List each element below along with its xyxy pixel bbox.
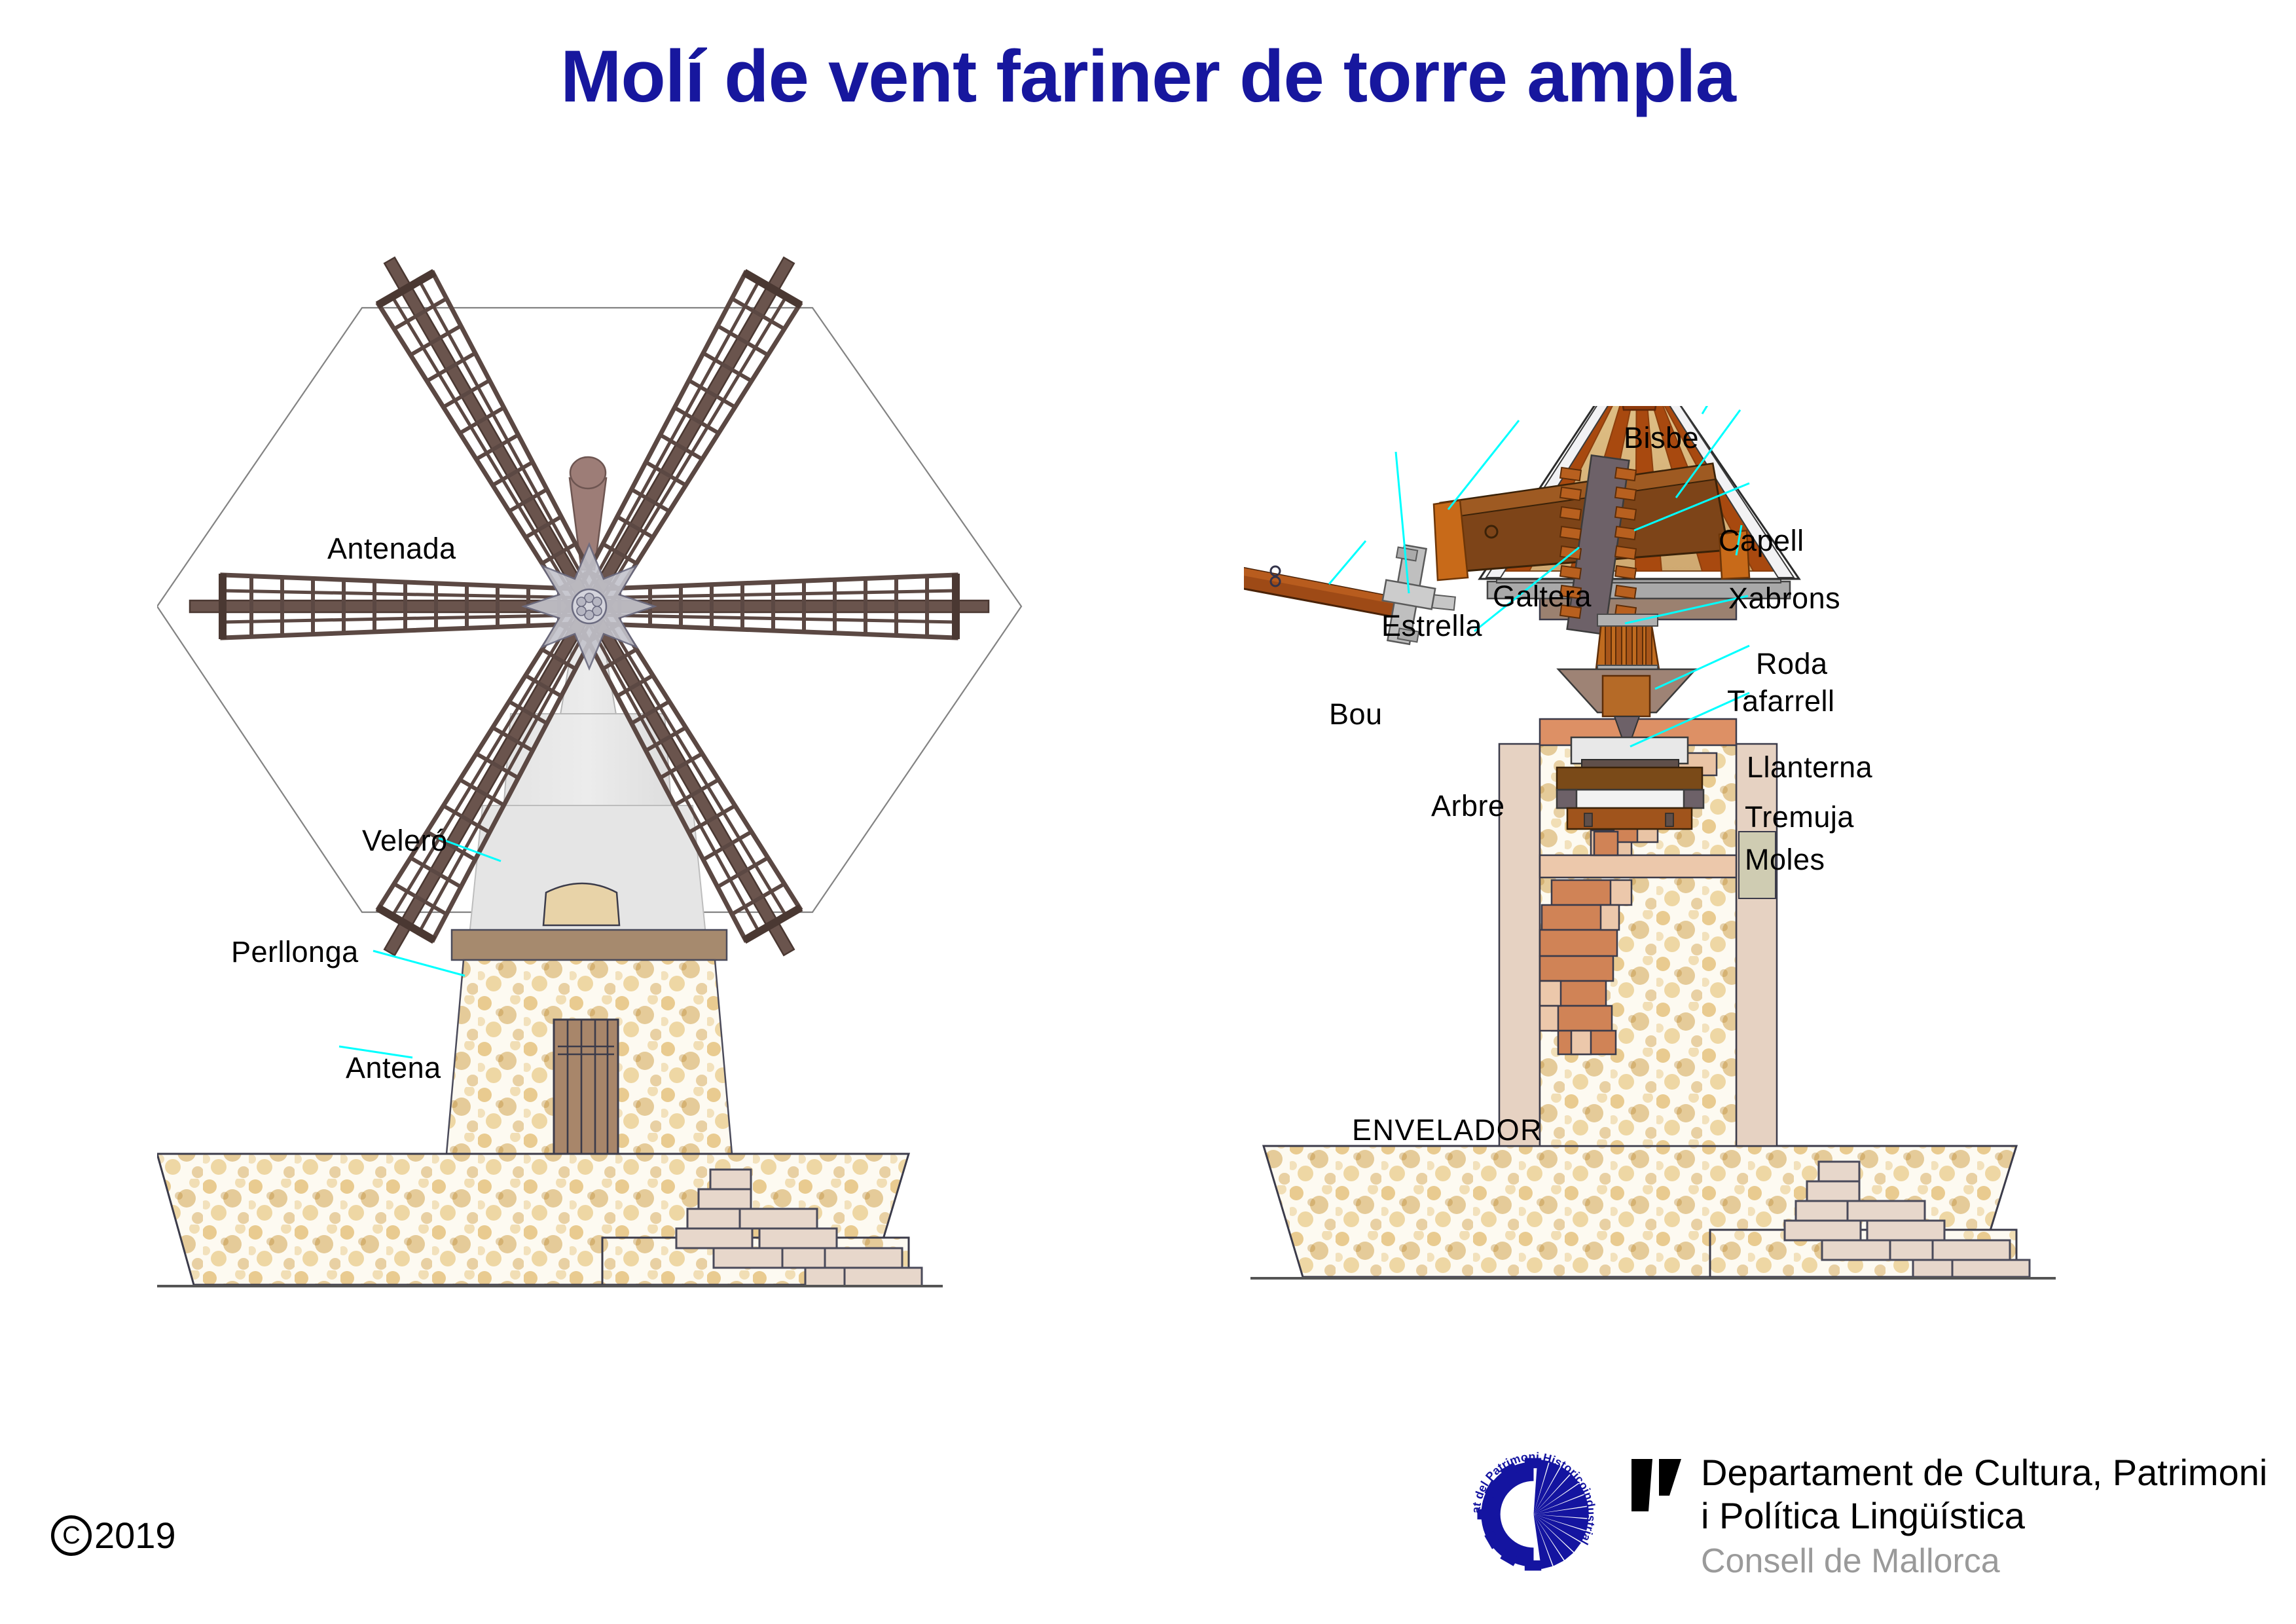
consell-de-mallorca: Consell de Mallorca: [1701, 1541, 2000, 1580]
label-velero: Veleró: [362, 824, 448, 857]
label-xabrons: Xabrons: [1728, 581, 1841, 615]
copyright-icon: C: [51, 1515, 92, 1556]
label-llanterna: Llanterna: [1747, 750, 1873, 784]
label-bisbe: Bisbe: [1624, 421, 1700, 454]
label-roda: Roda: [1756, 647, 1828, 680]
windmill-cutaway-section: [1244, 406, 2056, 1280]
label-perllonga: Perllonga: [231, 935, 359, 969]
dept-line-1: Departament de Cultura, Patrimoni: [1701, 1451, 2268, 1493]
label-capell: Capell: [1719, 524, 1804, 557]
page-title: Molí de vent fariner de torre ampla: [560, 35, 1736, 117]
hub-rosette: [521, 542, 657, 671]
galtera-block: [1432, 499, 1469, 581]
quote-mark-icon: [1631, 1458, 1681, 1511]
cap-and-finial: [468, 456, 707, 936]
unitat-patrimoni-logo-icon: Unitat del Patrimoni Historicoindustrial: [1463, 1444, 1598, 1571]
moles-millstones: [1556, 736, 1705, 830]
tower-niche: [542, 882, 621, 927]
windmill-exterior-elevation: [157, 216, 1023, 1287]
base-plinth-right: [1250, 1145, 2056, 1280]
leader-lines-right: [1328, 406, 1750, 748]
label-tremuja: Tremuja: [1745, 800, 1854, 834]
footer-logos: Unitat del Patrimoni Historicoindustrial…: [1463, 1444, 2267, 1585]
estrella-wheel: [1381, 544, 1456, 646]
label-galtera: Galtera: [1493, 580, 1592, 613]
label-estrella: Estrella: [1381, 609, 1483, 642]
label-antenada: Antenada: [327, 532, 456, 565]
tower-door: [553, 1018, 619, 1155]
tafarrell-block: [1718, 529, 1751, 580]
roda-gear-wheel: [1559, 454, 1637, 636]
label-antena: Antena: [346, 1051, 441, 1084]
base-plinth: [157, 1153, 943, 1287]
label-moles: Moles: [1745, 843, 1825, 876]
tremuja-hopper: [1556, 668, 1698, 739]
dept-line-2: i Política Lingüística: [1701, 1494, 2025, 1536]
llanterna-pinion: [1595, 614, 1660, 676]
departament-logo: Departament de Cultura, Patrimoni i Polí…: [1630, 1451, 2267, 1582]
label-tafarrell: Tafarrell: [1727, 684, 1835, 718]
copyright-notice: C 2019: [51, 1514, 176, 1557]
label-bou: Bou: [1329, 697, 1383, 731]
antenada-guide-wires: [157, 306, 1023, 913]
leader-lines-left: [338, 837, 501, 1059]
copyright-year: 2019: [94, 1515, 176, 1556]
label-arbre: Arbre: [1431, 789, 1505, 822]
label-envelador: ENVELADOR: [1352, 1113, 1543, 1147]
